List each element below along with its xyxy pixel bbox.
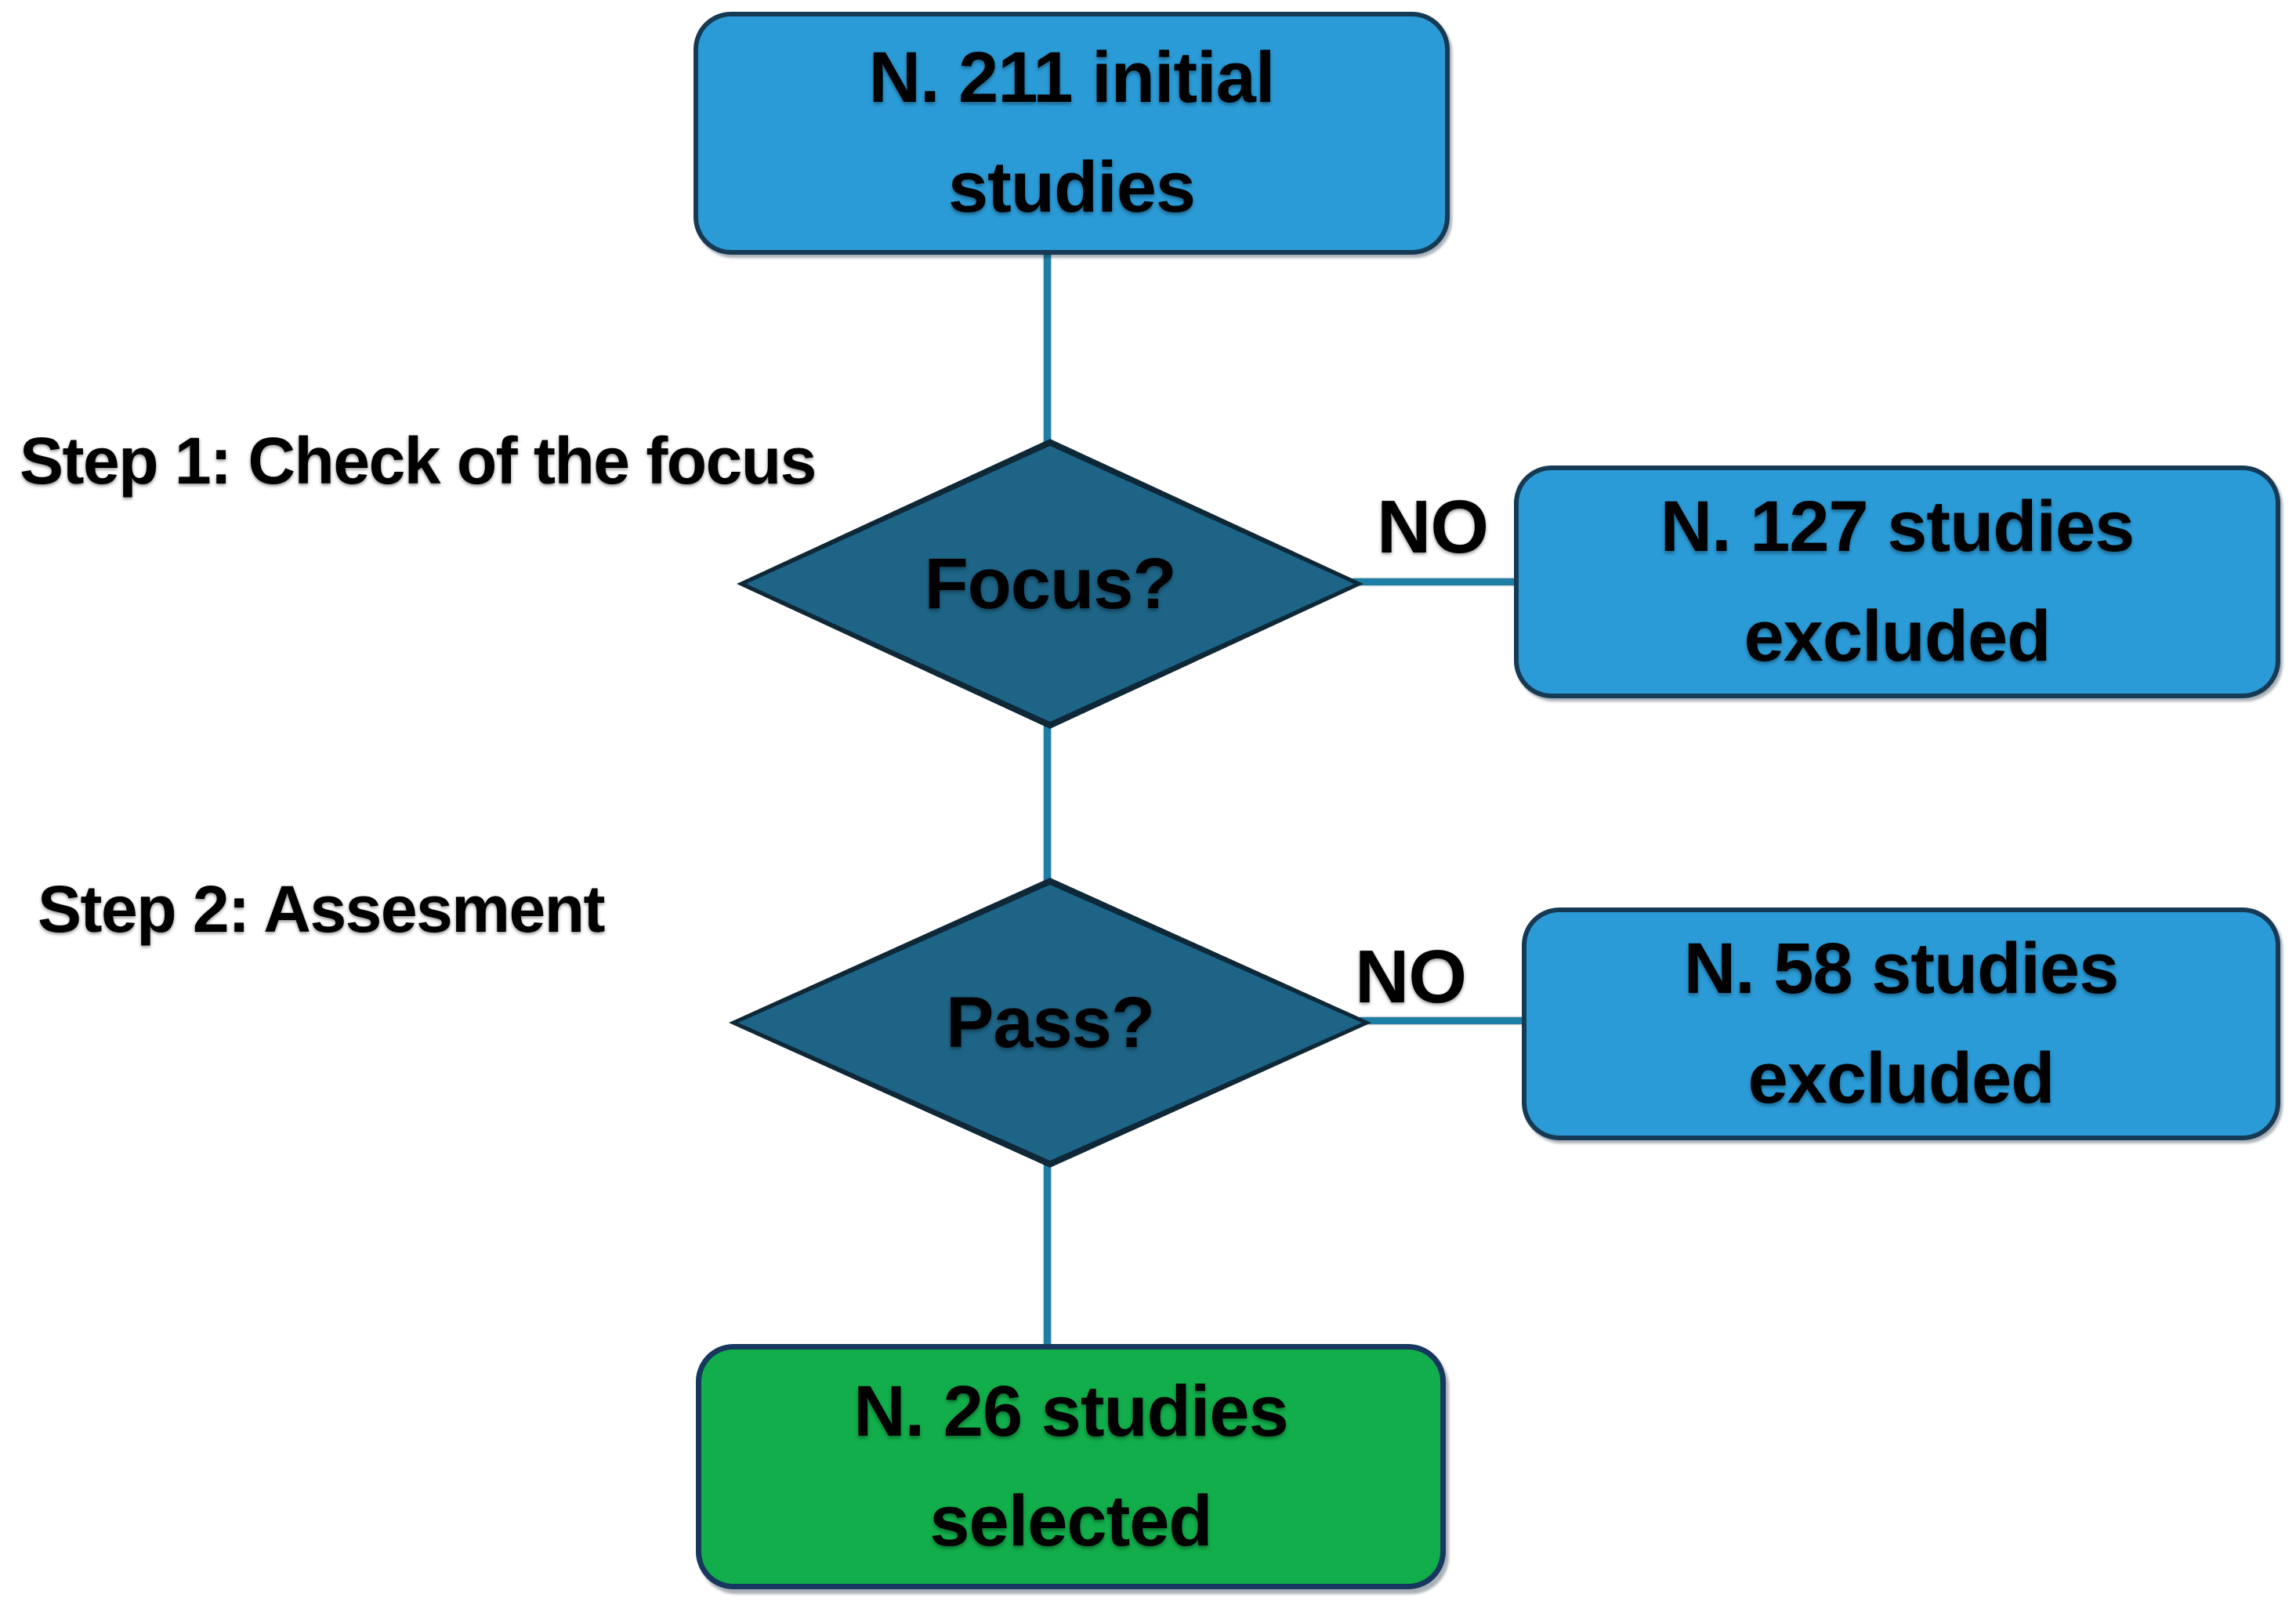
node-decision-focus: Focus? (737, 439, 1363, 729)
step1-label: Step 1: Check of the focus (20, 424, 817, 498)
node-decision-pass: Pass? (729, 878, 1371, 1168)
connector-focus-no (1352, 578, 1516, 585)
node-excluded-127: N. 127 studies excluded (1514, 466, 2280, 698)
node-initial-studies-line2: studies (947, 147, 1196, 227)
connector-pass-no (1360, 1017, 1526, 1024)
node-excluded-58: N. 58 studies excluded (1522, 908, 2280, 1140)
connector-initial-to-focus (1044, 252, 1051, 444)
node-initial-studies-line1: N. 211 initial (868, 38, 1276, 118)
connector-pass-to-selected (1044, 1163, 1051, 1347)
node-selected-studies-line2: selected (929, 1480, 1212, 1561)
node-excluded-127-line1: N. 127 studies (1660, 486, 2135, 567)
node-excluded-58-line1: N. 58 studies (1683, 928, 2120, 1009)
edge-label-no-2: NO (1355, 935, 1467, 1019)
edge-label-no-1: NO (1377, 485, 1489, 569)
connector-focus-to-pass (1044, 724, 1051, 882)
decision-focus-label: Focus? (924, 543, 1176, 624)
node-excluded-58-line2: excluded (1747, 1038, 2055, 1118)
node-excluded-127-line2: excluded (1744, 596, 2052, 676)
node-selected-studies: N. 26 studies selected (696, 1344, 1446, 1589)
node-initial-studies: N. 211 initial studies (694, 12, 1450, 255)
node-selected-studies-line1: N. 26 studies (853, 1371, 1289, 1451)
step2-label: Step 2: Assesment (38, 872, 606, 946)
decision-pass-label: Pass? (945, 982, 1155, 1063)
